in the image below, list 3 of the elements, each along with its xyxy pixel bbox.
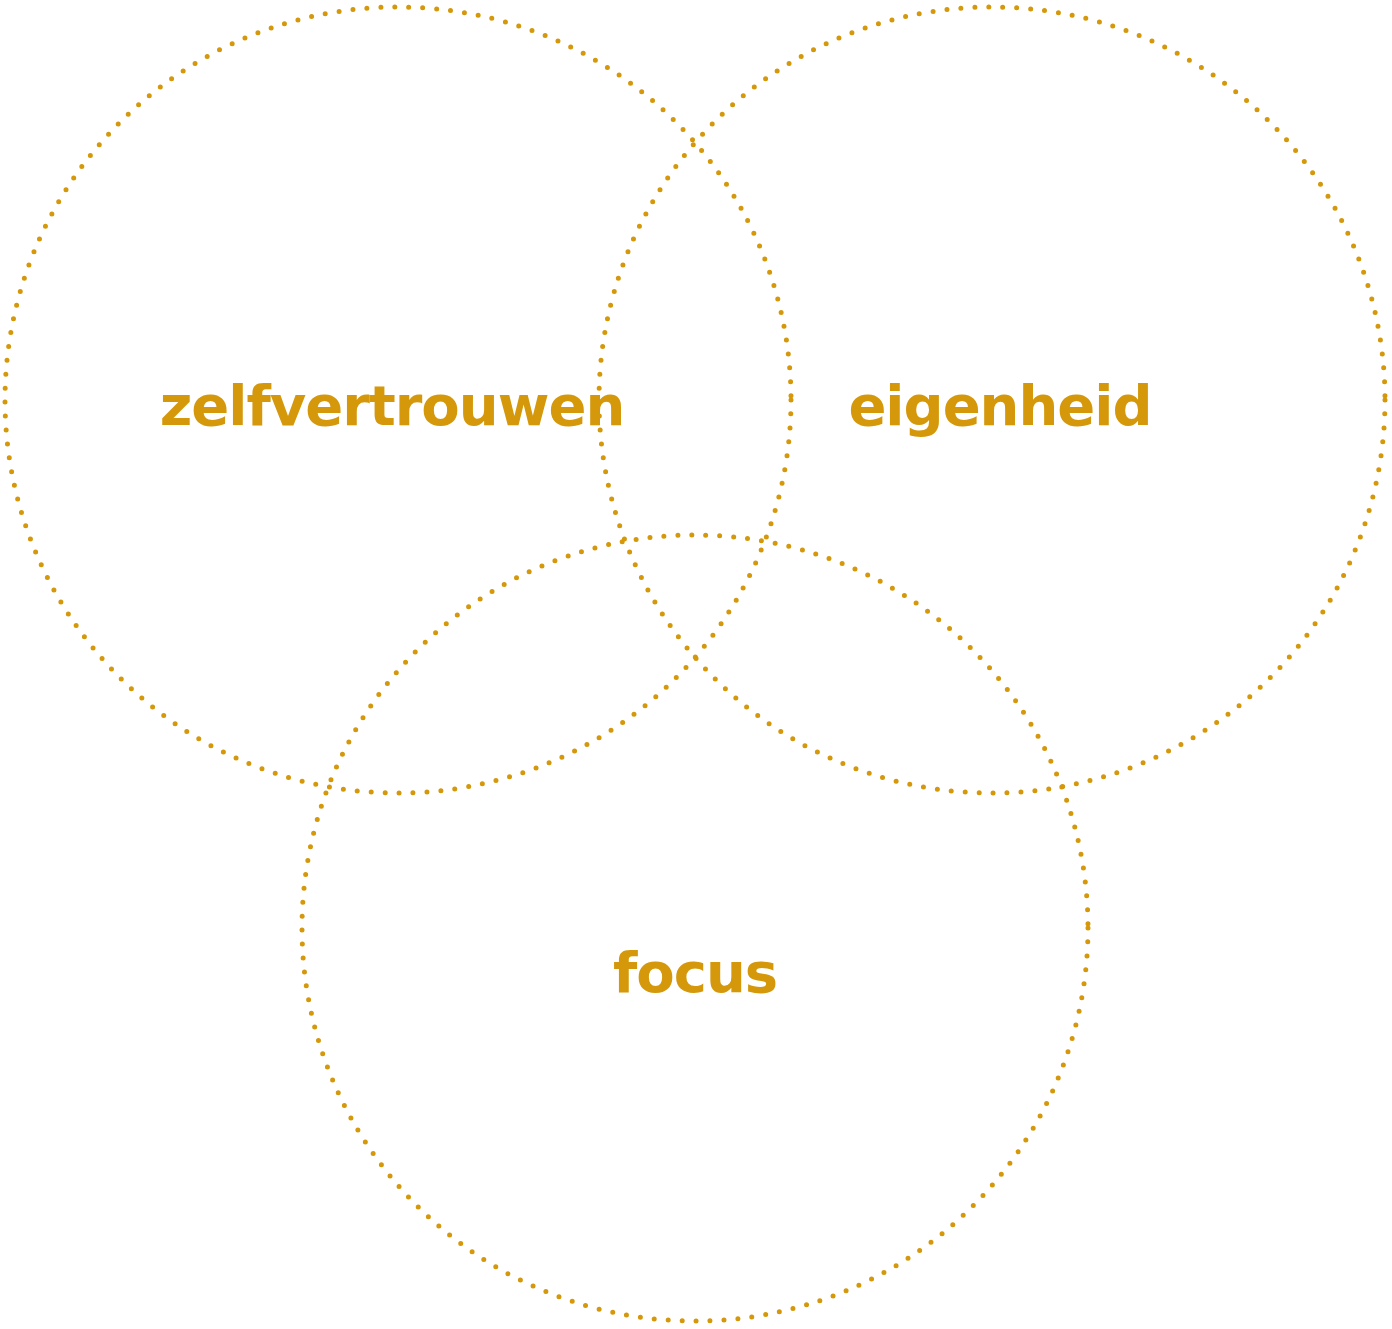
circle-label: zelfvertrouwen	[159, 372, 625, 438]
circle-label: focus	[612, 939, 778, 1005]
circle-label: eigenheid	[848, 372, 1152, 438]
